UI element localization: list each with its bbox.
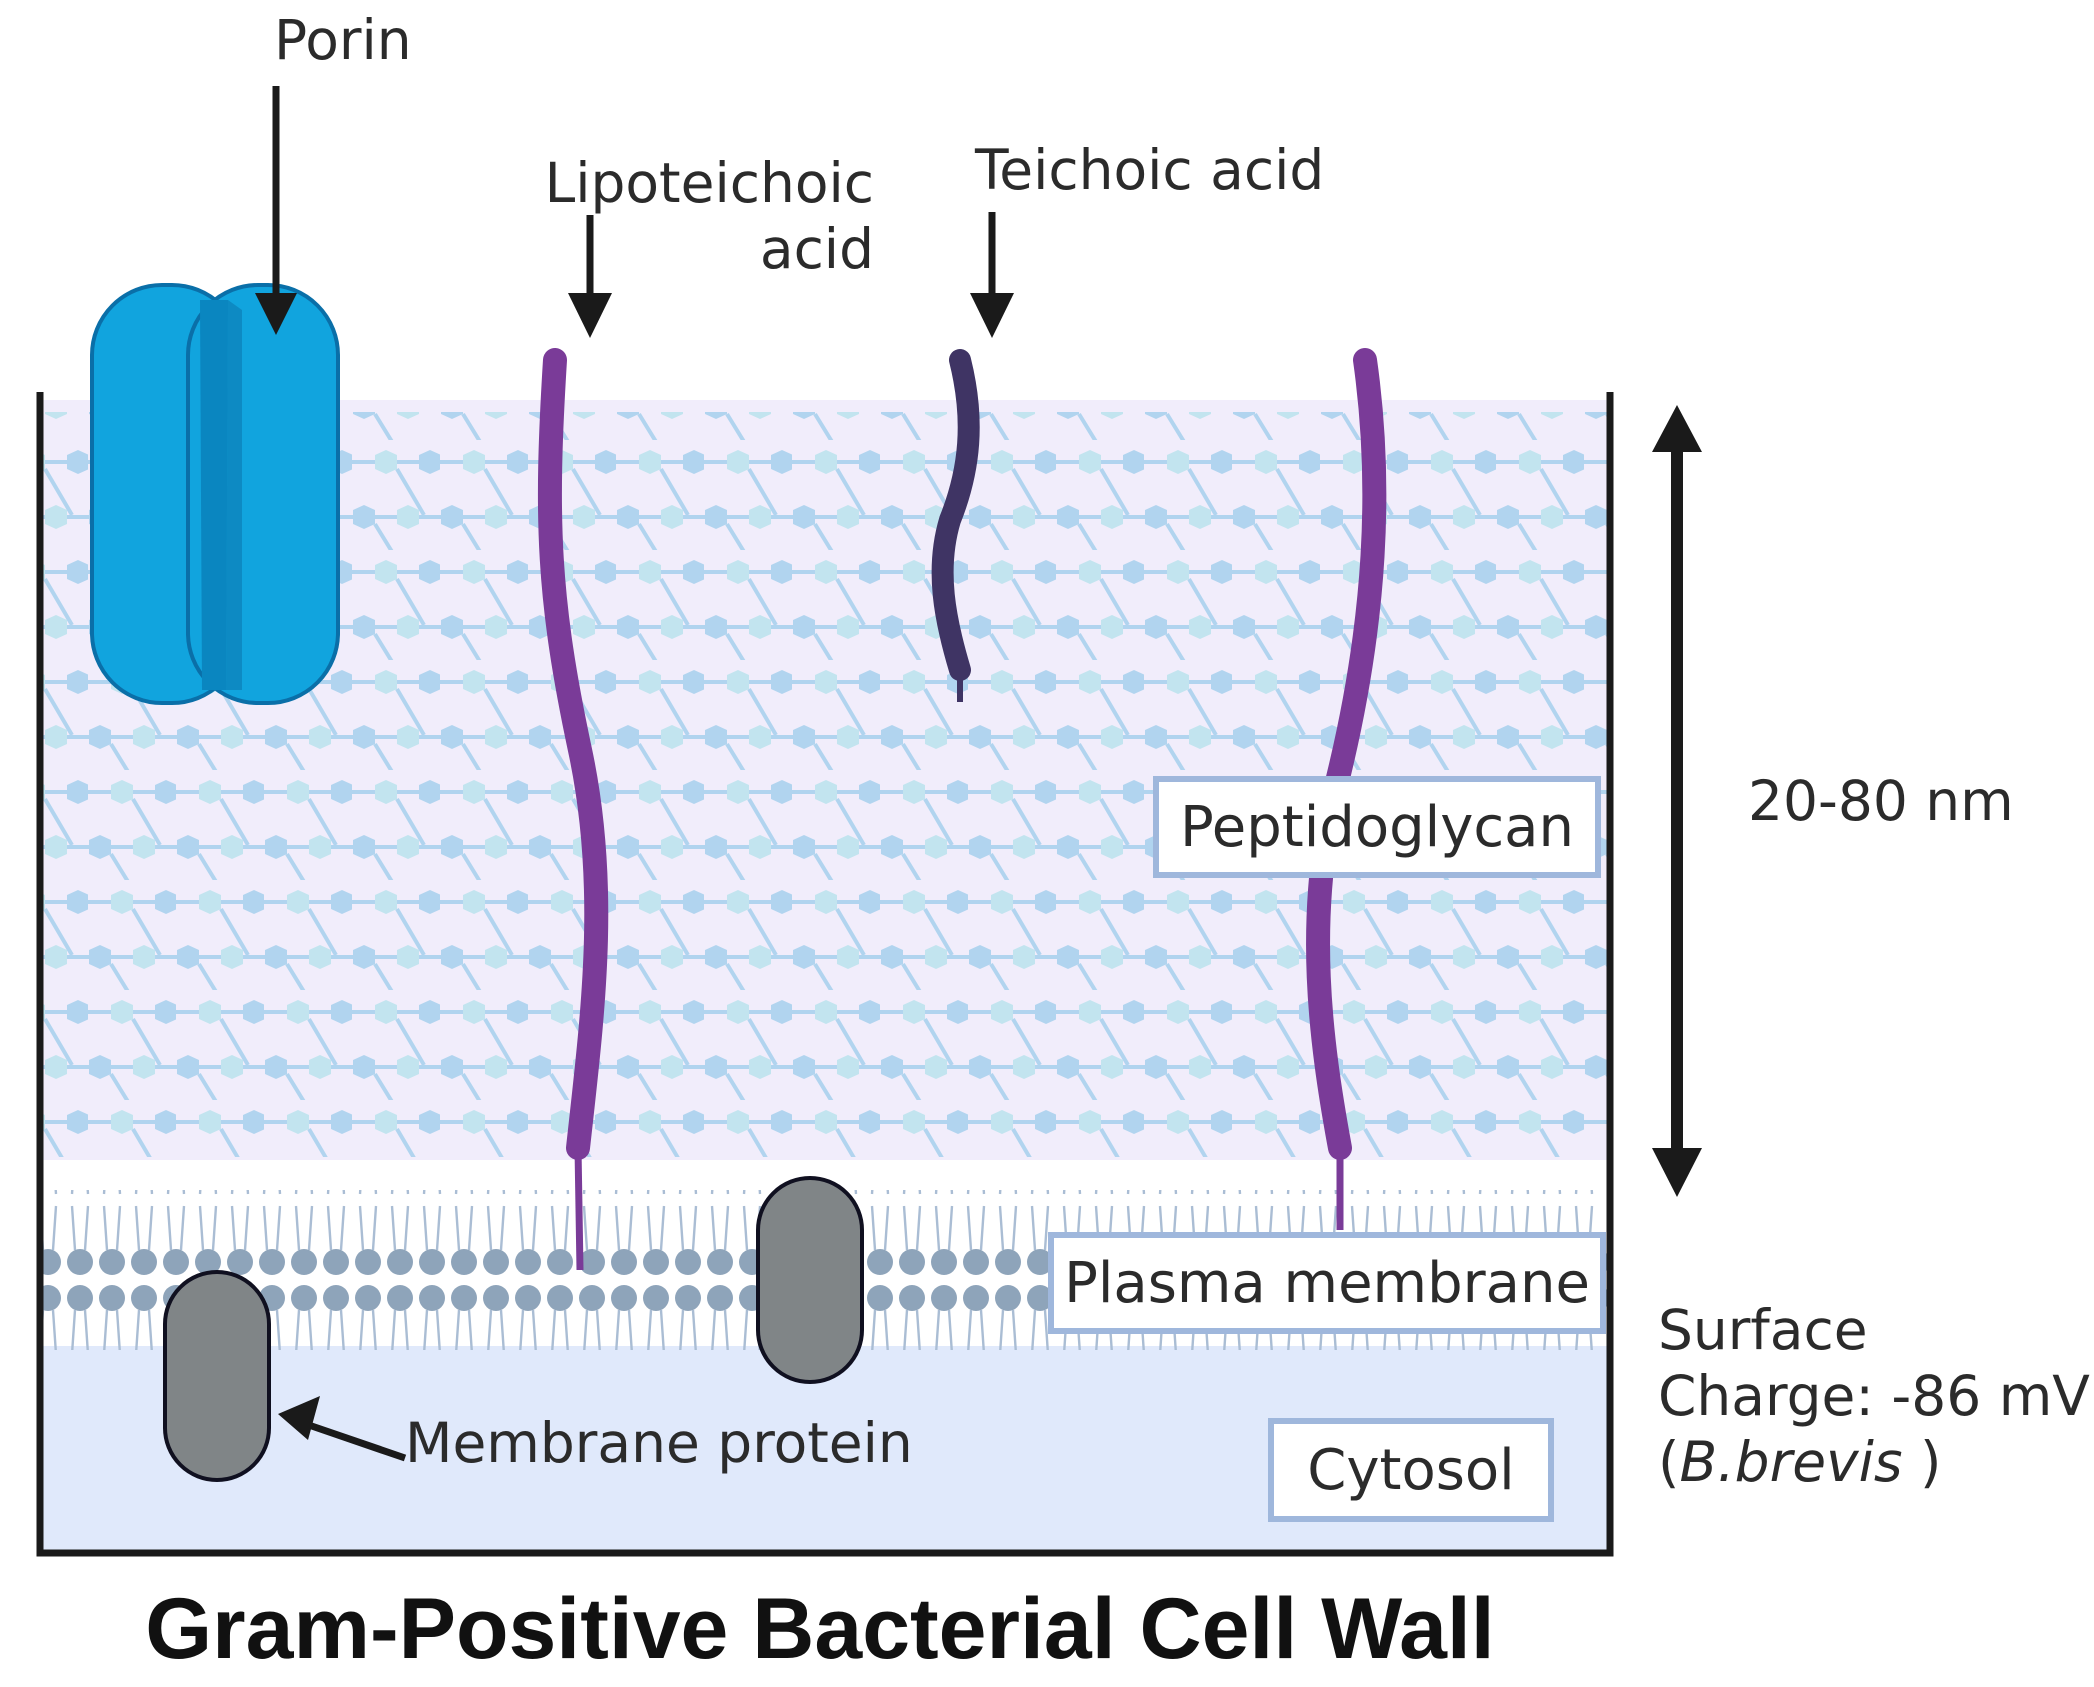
lipoteichoic-acid-label: Lipoteichoic acid (538, 151, 874, 281)
membrane-protein-icon-2 (756, 1176, 864, 1384)
membrane-protein-icon (163, 1270, 271, 1482)
thickness-label: 20-80 nm (1748, 769, 2014, 833)
surface-paren-open: ( (1658, 1430, 1680, 1494)
teichoic-arrow (970, 212, 1014, 338)
lipoteichoic-acid-icon (537, 348, 609, 1271)
lipoteichoic-arrow (568, 215, 612, 338)
teichoic-acid-icon (931, 349, 980, 702)
cytosol-box: Cytosol (1268, 1418, 1554, 1522)
membrane-protein-arrow (278, 1396, 407, 1462)
container-outline (36, 392, 1614, 1557)
lipoteichoic-label-line1: Lipoteichoic (544, 151, 874, 215)
surface-label-line2: Charge: -86 mV (1658, 1364, 2090, 1428)
porin-label: Porin (274, 8, 412, 72)
lipoteichoic-label-line2: acid (759, 216, 874, 281)
surface-paren-close: ) (1902, 1430, 1942, 1494)
membrane-protein-label: Membrane protein (405, 1411, 913, 1475)
surface-species: B.brevis (1679, 1430, 1903, 1494)
surface-label-line3: (B.brevis ) (1658, 1429, 2090, 1495)
porin-arrow (255, 86, 297, 335)
diagram-title: Gram-Positive Bacterial Cell Wall (145, 1581, 1495, 1677)
porin-icon (90, 283, 340, 705)
surface-label-line1: Surface (1658, 1298, 1868, 1362)
peptidoglycan-box: Peptidoglycan (1153, 776, 1601, 878)
thickness-arrow (1652, 405, 1702, 1197)
surface-charge-label: Surface Charge: -86 mV (B.brevis ) (1658, 1297, 2090, 1495)
plasma-membrane-box: Plasma membrane (1048, 1232, 1606, 1334)
teichoic-acid-label: Teichoic acid (975, 138, 1325, 202)
